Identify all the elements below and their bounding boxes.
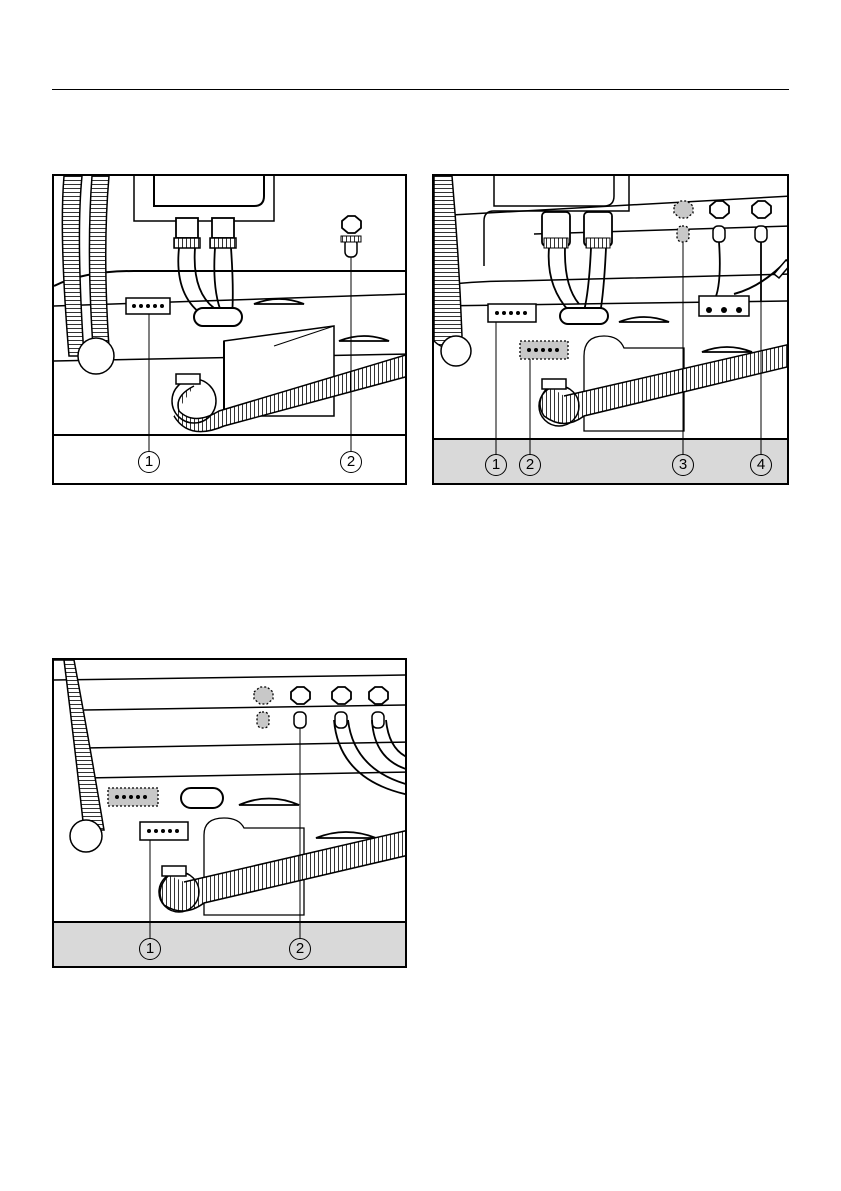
callout-4: 4 [750, 454, 772, 476]
callout-1: 1 [139, 938, 161, 960]
callout-3: 3 [672, 454, 694, 476]
callout-1: 1 [138, 451, 160, 473]
figure-1-illustration [54, 176, 407, 485]
top-rule [52, 89, 789, 90]
callout-2: 2 [289, 938, 311, 960]
figure-2-illustration [434, 176, 789, 485]
callout-2: 2 [340, 451, 362, 473]
figure-3: 1 2 [52, 658, 407, 968]
callout-2: 2 [519, 454, 541, 476]
figure-1: 1 2 [52, 174, 407, 485]
figure-2: 1 2 3 4 [432, 174, 789, 485]
figure-3-illustration [54, 660, 407, 968]
callout-1: 1 [485, 454, 507, 476]
